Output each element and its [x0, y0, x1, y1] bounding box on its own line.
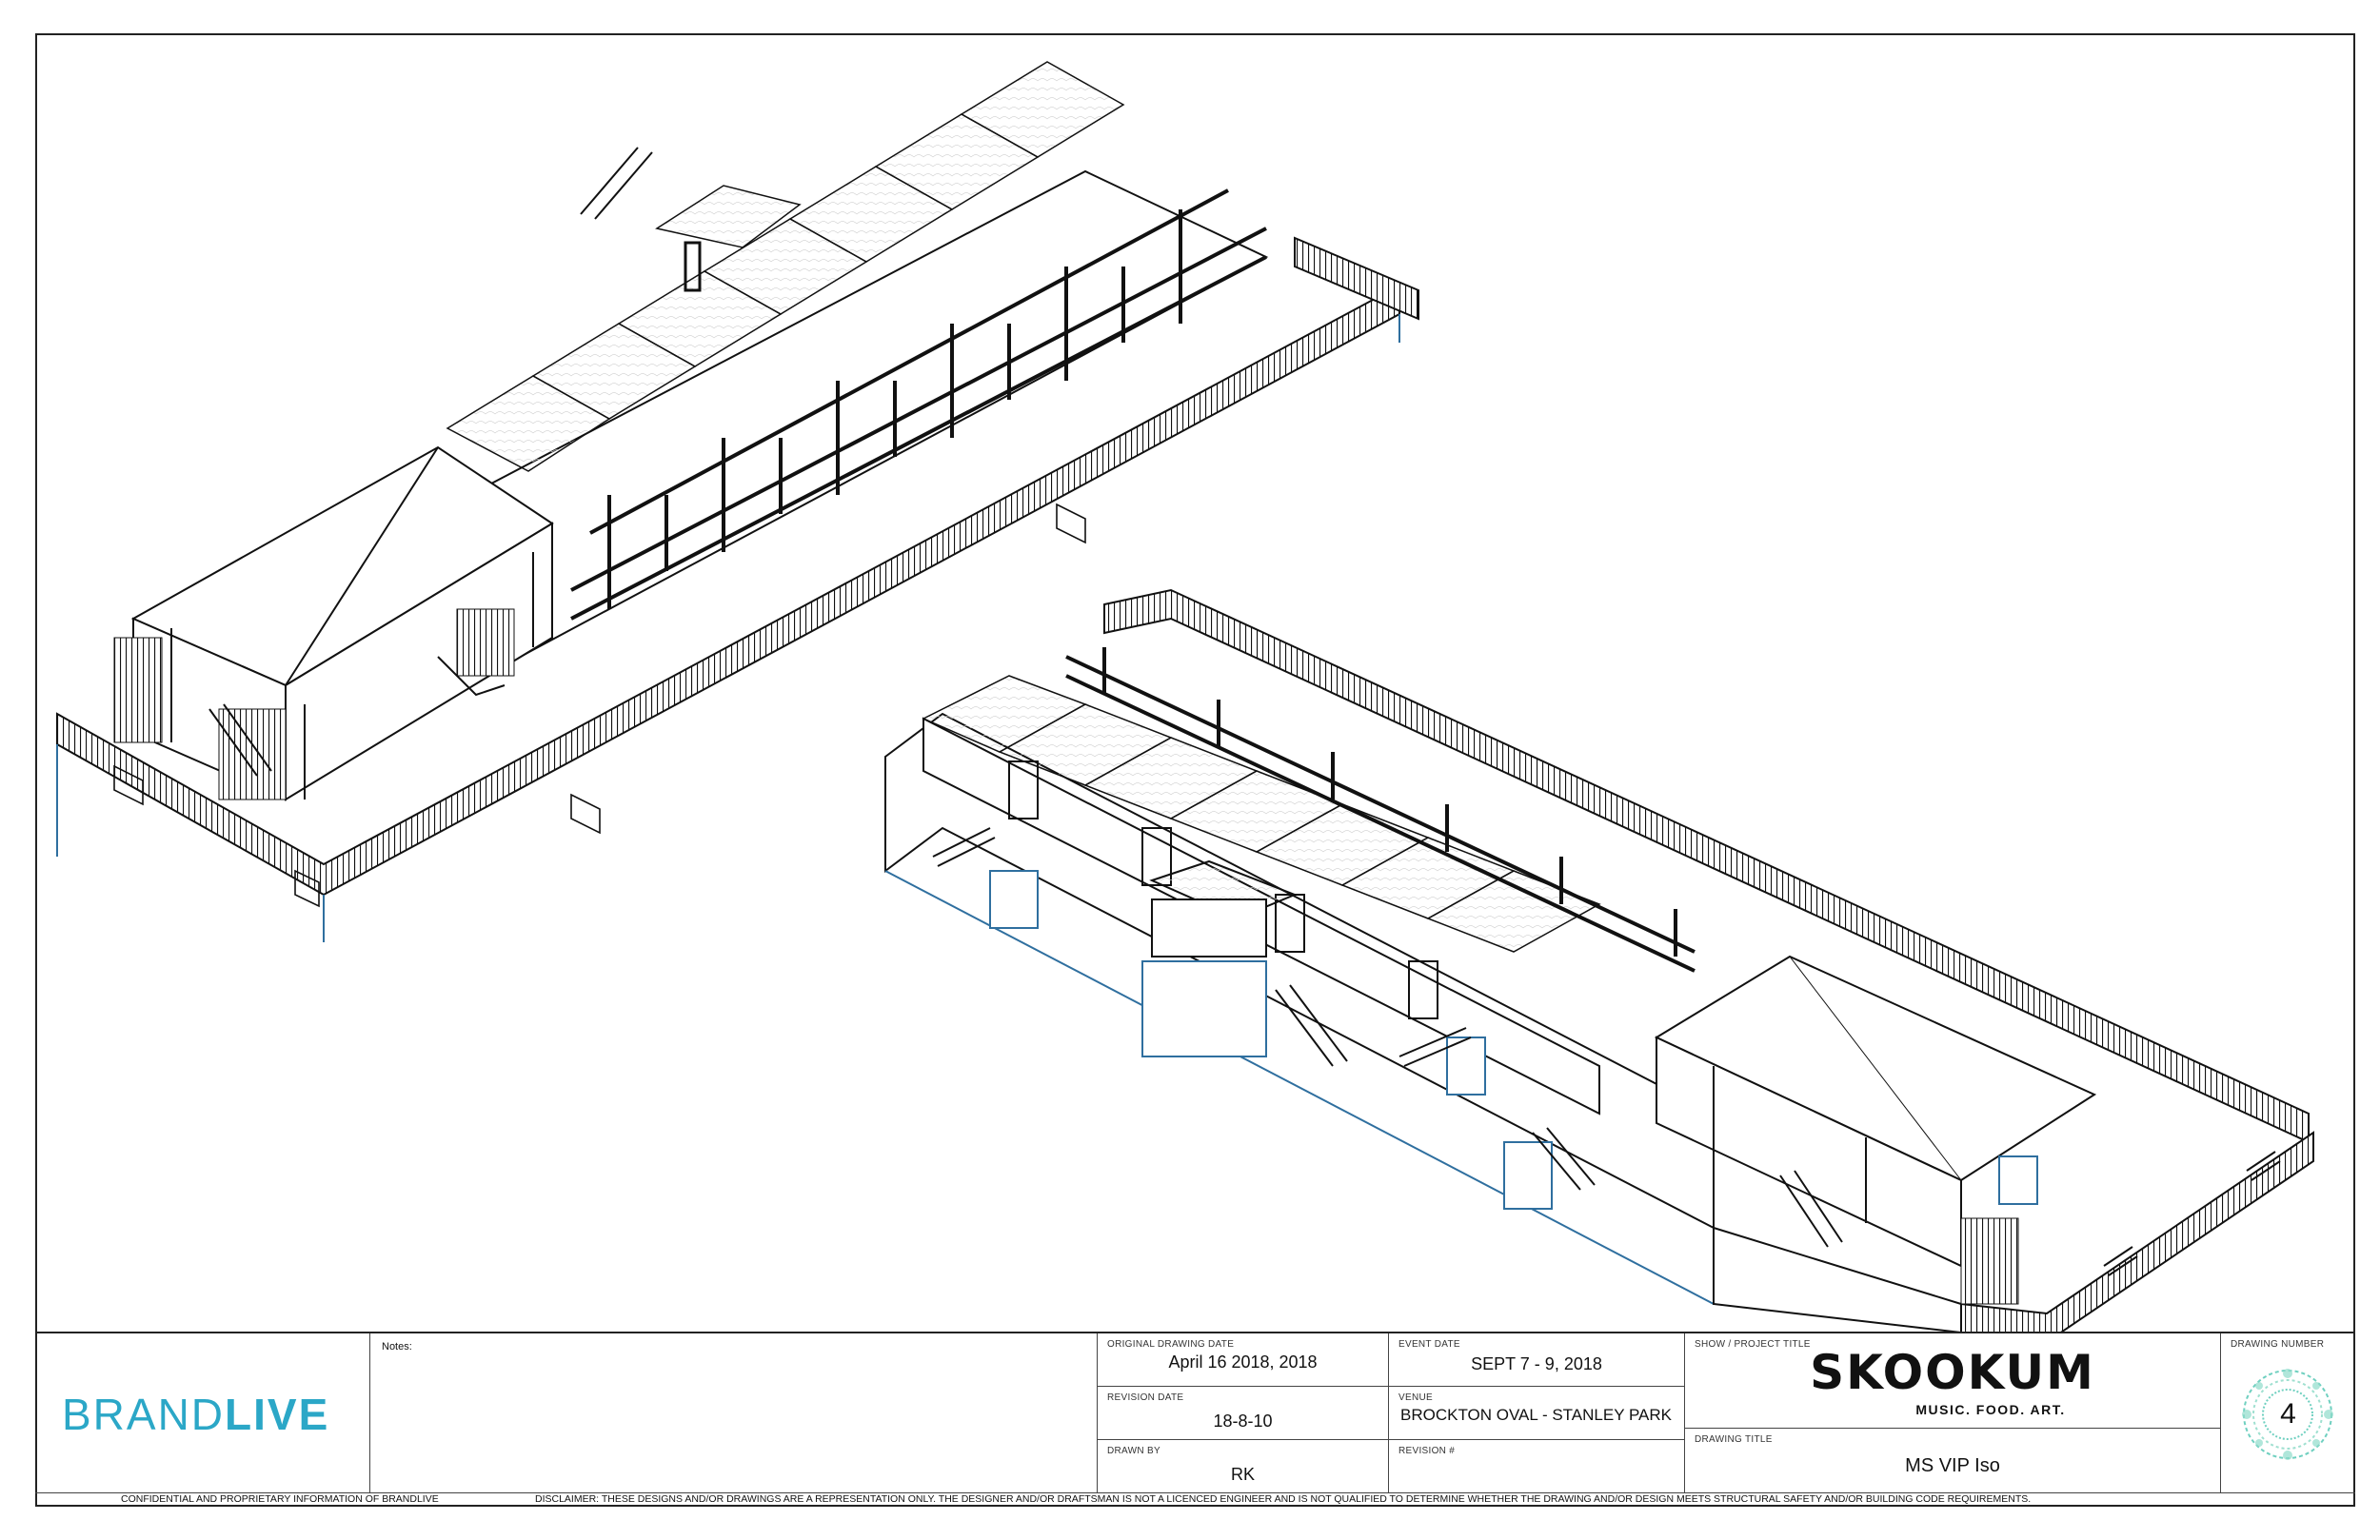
mandala-emblem-icon: [2242, 1369, 2333, 1460]
drawing-sheet-border: [35, 33, 2355, 1507]
disclaimer-notice: DISCLAIMER: THESE DESIGNS AND/OR DRAWING…: [535, 1493, 2032, 1505]
revision-date-label: REVISION DATE: [1107, 1392, 1184, 1403]
event-date-value: SEPT 7 - 9, 2018: [1471, 1354, 1602, 1373]
company-logo-cell: BRANDLIVE: [35, 1333, 370, 1493]
drawing-number-value: 4: [2280, 1398, 2296, 1430]
logo-regular-text: BRAND: [62, 1390, 226, 1439]
skookum-tagline: MUSIC. FOOD. ART.: [1915, 1402, 2066, 1417]
brandlive-logo: BRANDLIVE: [62, 1389, 329, 1440]
venue-cell: VENUE BROCKTON OVAL - STANLEY PARK: [1389, 1387, 1685, 1440]
revision-date-cell: REVISION DATE 18-8-10: [1098, 1387, 1389, 1440]
venue-value: BROCKTON OVAL - STANLEY PARK: [1400, 1406, 1672, 1424]
drawing-title-label: DRAWING TITLE: [1695, 1434, 1773, 1445]
drawn-by-value: RK: [1230, 1465, 1255, 1484]
lower-right-structure: [884, 588, 2314, 1333]
skookum-logo: SKOOKUM: [1810, 1345, 2095, 1400]
revision-date-value: 18-8-10: [1213, 1412, 1273, 1431]
show-project-title-cell: SHOW / PROJECT TITLE SKOOKUM MUSIC. FOOD…: [1685, 1333, 2221, 1429]
title-block: BRANDLIVE Notes: ORIGINAL DRAWING DATE A…: [35, 1332, 2355, 1507]
show-project-title-label: SHOW / PROJECT TITLE: [1695, 1339, 1811, 1350]
drawing-title-value: MS VIP Iso: [1905, 1455, 2000, 1476]
notes-label: Notes:: [382, 1341, 412, 1352]
confidential-notice: CONFIDENTIAL AND PROPRIETARY INFORMATION…: [121, 1493, 439, 1505]
drawing-title-cell: DRAWING TITLE MS VIP Iso: [1685, 1429, 2221, 1493]
original-drawing-date-label: ORIGINAL DRAWING DATE: [1107, 1339, 1235, 1350]
drawing-number-label: DRAWING NUMBER: [2231, 1339, 2325, 1350]
drawn-by-cell: DRAWN BY RK: [1098, 1440, 1389, 1493]
footer: CONFIDENTIAL AND PROPRIETARY INFORMATION…: [35, 1491, 2355, 1507]
original-drawing-date-cell: ORIGINAL DRAWING DATE April 16 2018, 201…: [1098, 1333, 1389, 1387]
upper-left-structure: [56, 61, 1419, 942]
logo-bold-text: LIVE: [225, 1390, 330, 1439]
isometric-drawing: [56, 61, 2314, 1333]
revision-number-label: REVISION #: [1398, 1446, 1456, 1456]
drawn-by-label: DRAWN BY: [1107, 1446, 1160, 1456]
event-date-cell: EVENT DATE SEPT 7 - 9, 2018: [1389, 1333, 1685, 1387]
event-date-label: EVENT DATE: [1398, 1339, 1460, 1350]
venue-label: VENUE: [1398, 1392, 1433, 1403]
drawing-number-cell: DRAWING NUMBER 4: [2221, 1333, 2355, 1493]
revision-number-cell: REVISION #: [1389, 1440, 1685, 1493]
original-drawing-date-value: April 16 2018, 2018: [1168, 1352, 1318, 1372]
notes-cell: Notes:: [370, 1333, 1098, 1493]
